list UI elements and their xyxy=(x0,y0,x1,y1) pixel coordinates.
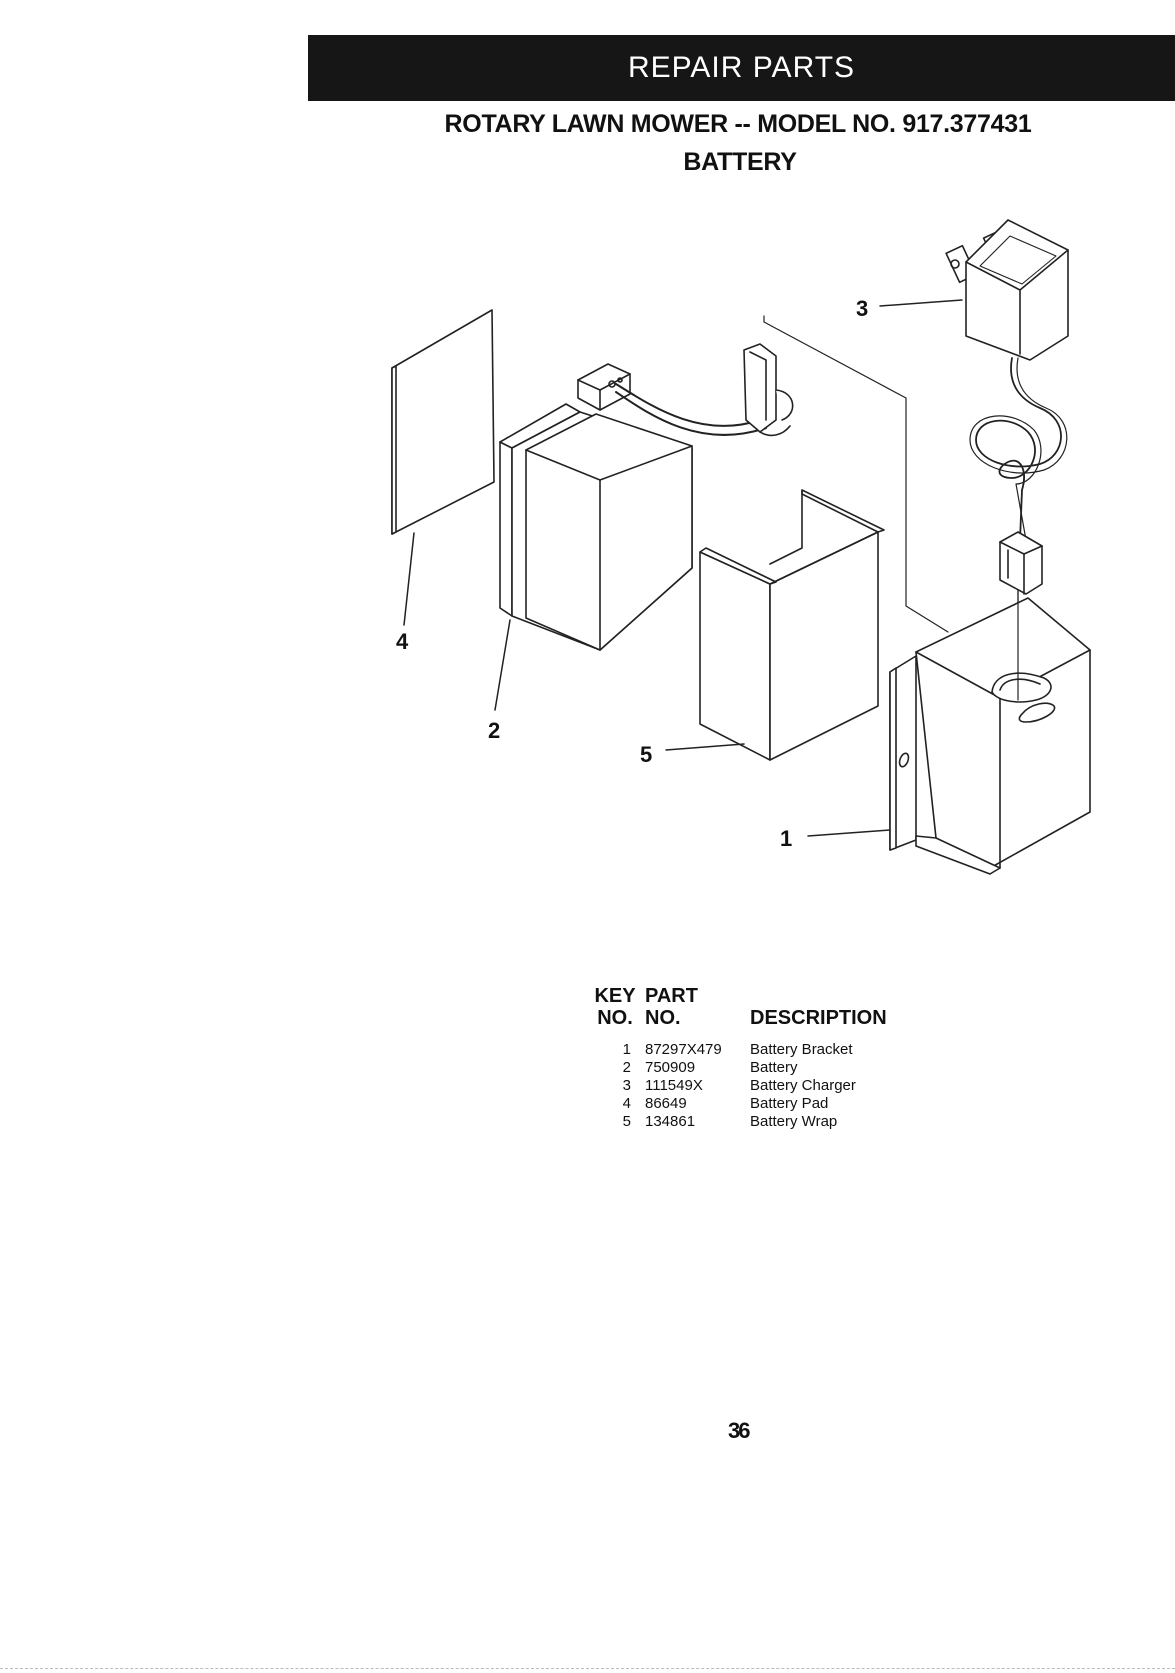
page-number: 36 xyxy=(728,1418,748,1444)
table-row: 5 134861 Battery Wrap xyxy=(585,1113,887,1131)
battery-wrap-illustration xyxy=(700,490,884,760)
description-header: DESCRIPTION xyxy=(750,985,887,1029)
key-no-header: KEY NO. xyxy=(585,985,645,1029)
exploded-parts-diagram xyxy=(0,0,1175,950)
table-row: 3 111549X Battery Charger xyxy=(585,1077,887,1095)
table-row: 4 86649 Battery Pad xyxy=(585,1095,887,1113)
parts-table: KEY NO. PART NO. DESCRIPTION 1 87297X479… xyxy=(585,985,887,1131)
callout-3: 3 xyxy=(856,296,868,322)
callout-2: 2 xyxy=(488,718,500,744)
parts-table-header-row: KEY NO. PART NO. DESCRIPTION xyxy=(585,985,887,1029)
page-bottom-rule xyxy=(0,1668,1175,1669)
battery-bracket-illustration xyxy=(890,590,1090,874)
callout-4: 4 xyxy=(396,629,408,655)
callout-5: 5 xyxy=(640,742,652,768)
callout-1: 1 xyxy=(780,826,792,852)
table-row: 2 750909 Battery xyxy=(585,1059,887,1077)
battery-charger-illustration xyxy=(946,220,1068,594)
table-row: 1 87297X479 Battery Bracket xyxy=(585,1041,887,1059)
part-no-header: PART NO. xyxy=(645,985,750,1029)
battery-pad-illustration xyxy=(392,310,494,534)
